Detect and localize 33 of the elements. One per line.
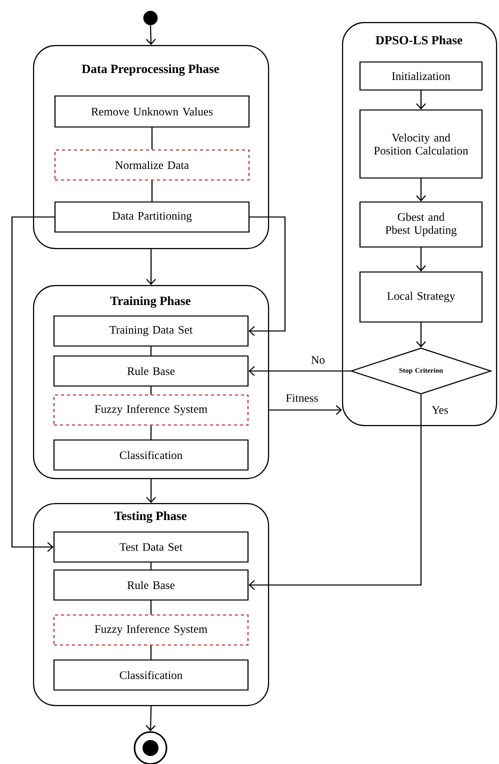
edge-label: Yes [430, 405, 450, 415]
arrow [11, 216, 54, 552]
process-box: Rule Base [53, 569, 249, 601]
process-box: Fuzzy Inference System [53, 614, 249, 646]
process-box: Classification [53, 659, 249, 691]
process-box: Training Data Set [53, 315, 249, 347]
edge-label: Fitness [284, 393, 320, 403]
arrow [248, 366, 350, 376]
arrow [269, 405, 342, 415]
process-box: Test Data Set [53, 531, 249, 563]
process-box: Initialization [359, 61, 483, 91]
process-box: Classification [53, 439, 249, 471]
arrow [416, 90, 426, 110]
process-box: Gbest and Pbest Updating [359, 201, 483, 248]
end-symbol [134, 731, 168, 764]
process-box: Data Partitioning [54, 201, 250, 233]
process-box: Fuzzy Inference System [53, 394, 249, 426]
process-box: Velocity and Position Calculation [359, 109, 483, 179]
arrow [416, 322, 426, 348]
process-box: Rule Base [53, 355, 249, 387]
arrow [248, 394, 422, 590]
process-box: Remove Unknown Values [54, 95, 250, 128]
start-dot [143, 10, 158, 26]
arrow [146, 249, 156, 285]
arrow [146, 706, 156, 732]
arrow [248, 216, 286, 336]
process-box: Normalize Data [54, 149, 250, 181]
arrow [146, 25, 156, 45]
arrow [416, 248, 426, 272]
process-box: Local Strategy [359, 271, 483, 323]
arrow [416, 178, 426, 202]
edge-label: No [310, 355, 326, 365]
arrow [146, 479, 156, 503]
